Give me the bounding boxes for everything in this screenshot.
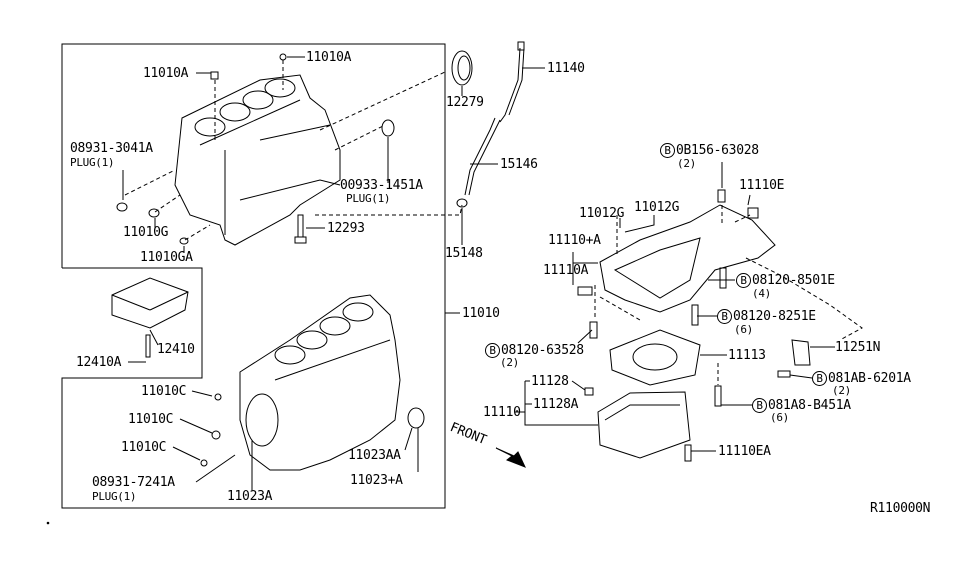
qty-label: (2) xyxy=(832,384,851,397)
bolt-marker-icon: B xyxy=(736,273,751,288)
qty-label: (6) xyxy=(734,323,753,336)
part-label-11012G: 11012G xyxy=(579,206,625,221)
part-number: 081A8-B451A xyxy=(768,398,851,413)
plug-qty-label: PLUG(1) xyxy=(70,156,115,169)
part-label-11010GA: 11010GA xyxy=(140,250,193,265)
part-label-11012G: 11012G xyxy=(634,200,680,215)
part-number: 081AB-6201A xyxy=(828,371,911,386)
qty-label: (2) xyxy=(500,356,519,369)
part-label-11140: 11140 xyxy=(547,61,585,76)
part-label-08931-3041A: 08931-3041A xyxy=(70,141,153,156)
cylinder-block-lower xyxy=(200,294,425,471)
part-label-11010A: 11010A xyxy=(143,66,189,81)
bolt-marker-icon: B xyxy=(660,143,675,158)
bolt-marker-icon: B xyxy=(752,398,767,413)
part-label-11023A: 11023A xyxy=(227,489,273,504)
part-label-12410: 12410 xyxy=(157,342,195,357)
upper-oil-pan xyxy=(577,189,776,339)
part-label-12410A: 12410A xyxy=(76,355,122,370)
part-label-11010: 11010 xyxy=(462,306,500,321)
part-label-15146: 15146 xyxy=(500,157,538,172)
part-label-11128A: 11128A xyxy=(533,397,579,412)
small-parts-upper xyxy=(116,53,395,245)
bolt-marker-icon: B xyxy=(717,309,732,324)
part-label-12279: 12279 xyxy=(446,95,484,110)
plug-qty-label: PLUG(1) xyxy=(92,490,137,503)
qty-label: (2) xyxy=(677,157,696,170)
part-label-11110EA: 11110EA xyxy=(718,444,771,459)
part-label-11010C: 11010C xyxy=(128,412,174,427)
part-label-11023AA: 11023AA xyxy=(348,448,401,463)
part-label-11251N: 11251N xyxy=(835,340,881,355)
part-label-11110: 11110 xyxy=(483,405,521,420)
part-label-12293: 12293 xyxy=(327,221,365,236)
part-label-11010G: 11010G xyxy=(123,225,169,240)
dipstick xyxy=(456,41,525,208)
part-number: 08120-8251E xyxy=(733,309,816,324)
front-arrow-icon xyxy=(495,447,526,468)
part-label-11110+A: 11110+A xyxy=(548,233,601,248)
part-label-11010C: 11010C xyxy=(141,384,187,399)
lower-oil-pan xyxy=(584,387,692,462)
part-label-11113: 11113 xyxy=(728,348,766,363)
bolt-marker-icon: B xyxy=(485,343,500,358)
part-label-11010C: 11010C xyxy=(121,440,167,455)
bracket-11251N xyxy=(777,339,811,378)
part-label-11110A: 11110A xyxy=(543,263,589,278)
part-label-08931-7241A: 08931-7241A xyxy=(92,475,175,490)
part-label-11128: 11128 xyxy=(531,374,569,389)
dot-mark xyxy=(46,521,50,525)
part-label-11010A: 11010A xyxy=(306,50,352,65)
leader-dashes xyxy=(124,60,863,385)
part-label-11110E: 11110E xyxy=(739,178,785,193)
part-number: 0B156-63028 xyxy=(676,143,759,158)
part-label-00933-1451A: 00933-1451A xyxy=(340,178,423,193)
qty-label: (4) xyxy=(752,287,771,300)
plug-qty-label: PLUG(1) xyxy=(346,192,391,205)
part-number: 08120-63528 xyxy=(501,343,584,358)
part-label-11023+A: 11023+A xyxy=(350,473,403,488)
mount-bracket xyxy=(111,277,189,358)
frame-lines xyxy=(61,43,446,509)
cylinder-block-upper xyxy=(174,74,341,246)
part-number: 08120-8501E xyxy=(752,273,835,288)
part-label-15148: 15148 xyxy=(445,246,483,261)
diagram-code: R110000N xyxy=(870,501,931,516)
baffle-plate xyxy=(609,329,722,407)
leader-lines xyxy=(122,56,835,490)
qty-label: (6) xyxy=(770,411,789,424)
oil-seal xyxy=(451,50,473,86)
bolt-marker-icon: B xyxy=(812,371,827,386)
